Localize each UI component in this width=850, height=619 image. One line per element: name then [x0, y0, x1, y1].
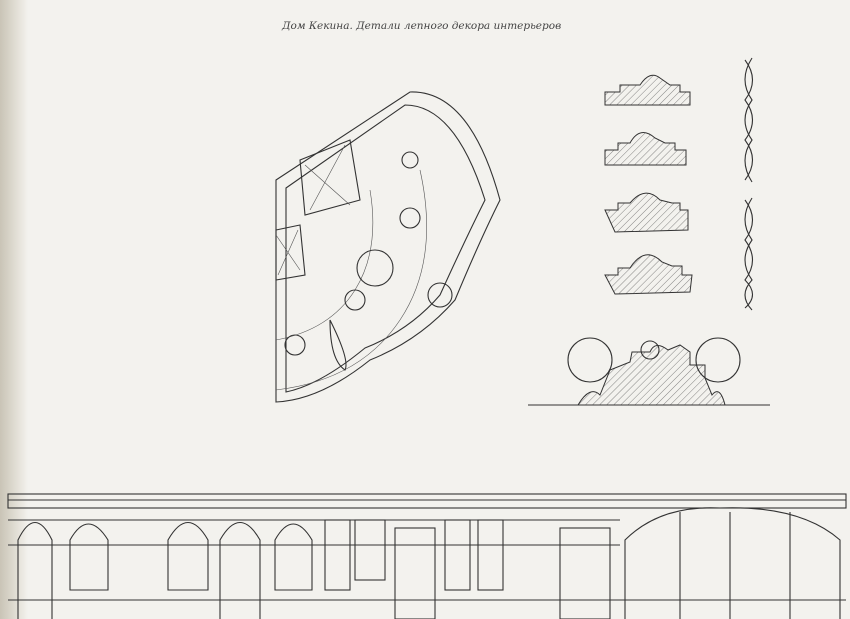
wall-elevation: [7, 493, 847, 619]
book-spine-shadow: [0, 0, 28, 619]
large-cornice-profile: [528, 337, 770, 406]
vertical-ornament-friezes: [744, 57, 754, 311]
ceiling-quarter-plan: [275, 91, 501, 403]
page-title: Дом Кекина. Детали лепного декора интерь…: [282, 20, 562, 32]
cornice-profiles: [604, 74, 693, 295]
